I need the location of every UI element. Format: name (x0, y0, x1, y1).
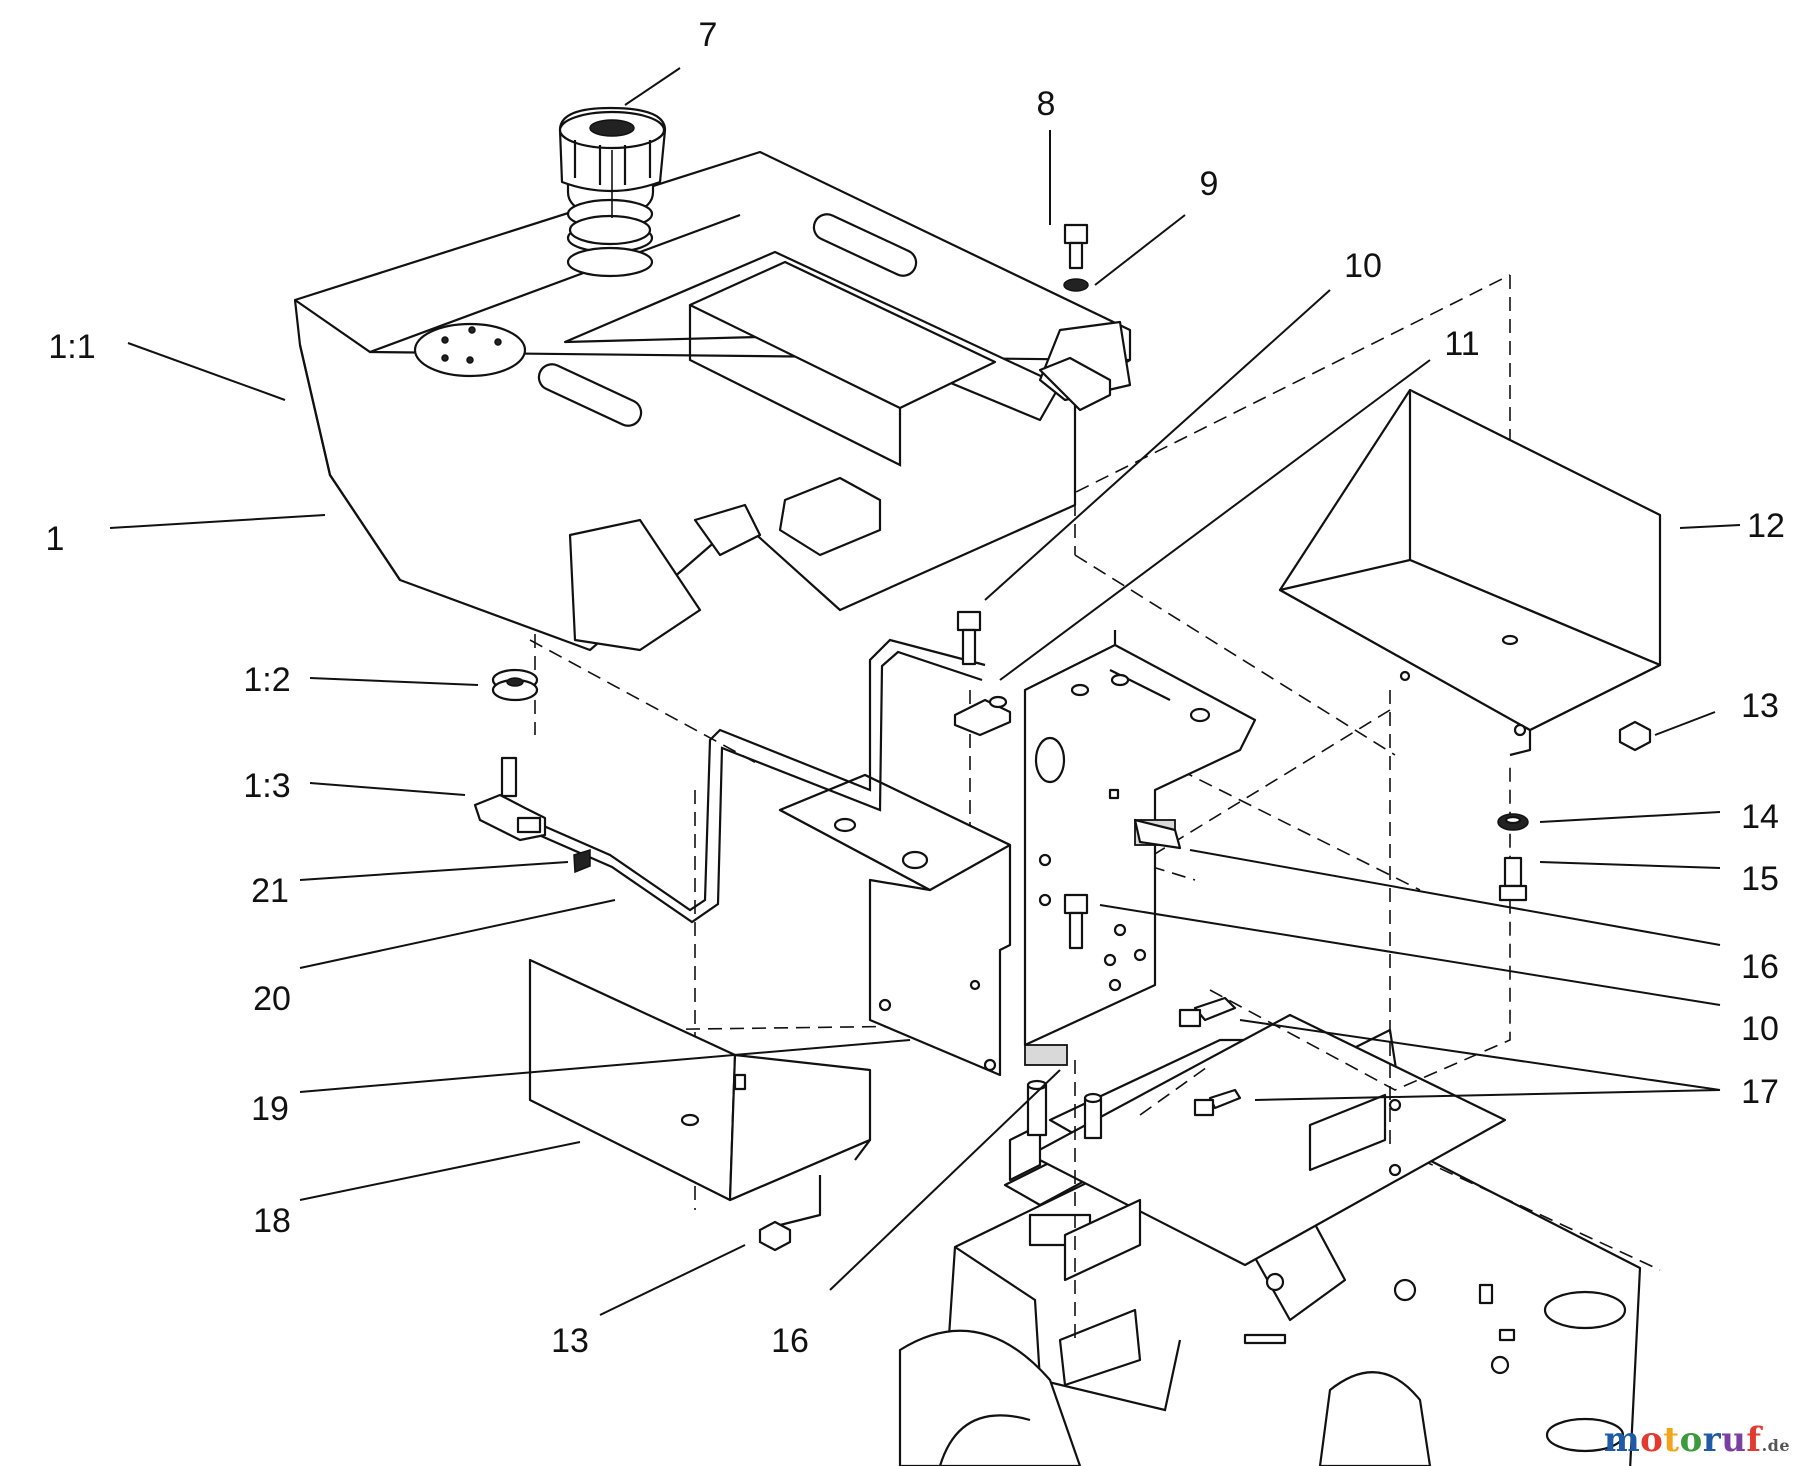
fuel-line (529, 638, 986, 924)
callout-10-lower: 10 (1741, 1010, 1779, 1048)
callout-21: 21 (251, 872, 289, 910)
callout-16-lower: 16 (771, 1322, 809, 1360)
heat-shield-right (1278, 388, 1662, 757)
callout-16-right: 16 (1741, 948, 1779, 986)
callout-13-right: 13 (1741, 687, 1779, 725)
watermark-letter: r (1702, 1420, 1722, 1460)
watermark-letter: f (1746, 1420, 1762, 1460)
callout-9: 9 (1200, 165, 1219, 203)
callout-1-1: 1:1 (48, 328, 95, 366)
callout-8: 8 (1037, 85, 1056, 123)
watermark-logo: motoruf.de (1604, 1420, 1790, 1460)
callout-1-2: 1:2 (243, 661, 290, 699)
watermark-letter: o (1640, 1420, 1664, 1460)
callout-17: 17 (1741, 1073, 1779, 1111)
watermark-letter: m (1603, 1420, 1641, 1460)
callout-7: 7 (699, 16, 718, 54)
callout-13-left: 13 (551, 1322, 589, 1360)
watermark-letter: u (1721, 1420, 1747, 1460)
callout-10-upper: 10 (1344, 247, 1382, 285)
watermark-suffix: .de (1761, 1436, 1790, 1455)
mounting-plate (1008, 1013, 1507, 1282)
callout-1: 1 (46, 520, 65, 558)
callout-15: 15 (1741, 860, 1779, 898)
callout-11: 11 (1444, 325, 1479, 363)
watermark-text: motoruf (1604, 1420, 1762, 1460)
callout-20: 20 (253, 980, 291, 1018)
callout-12: 12 (1747, 507, 1785, 545)
watermark-letter: o (1679, 1420, 1703, 1460)
watermark-letter: t (1663, 1420, 1680, 1460)
leader-lines (109, 67, 1741, 1316)
heat-shield-left (528, 958, 872, 1227)
callout-14: 14 (1741, 798, 1779, 836)
fasteners (473, 223, 1652, 1252)
fuel-cap (558, 106, 667, 218)
callout-1-3: 1:3 (243, 767, 290, 805)
callout-18: 18 (253, 1202, 291, 1240)
fuel-tank (293, 148, 1132, 652)
callout-labels: 7 8 9 10 11 1:1 1 12 1:2 13 1:3 14 15 21… (46, 16, 1785, 1360)
callout-19: 19 (251, 1090, 289, 1128)
tank-bracket (778, 630, 1257, 1077)
